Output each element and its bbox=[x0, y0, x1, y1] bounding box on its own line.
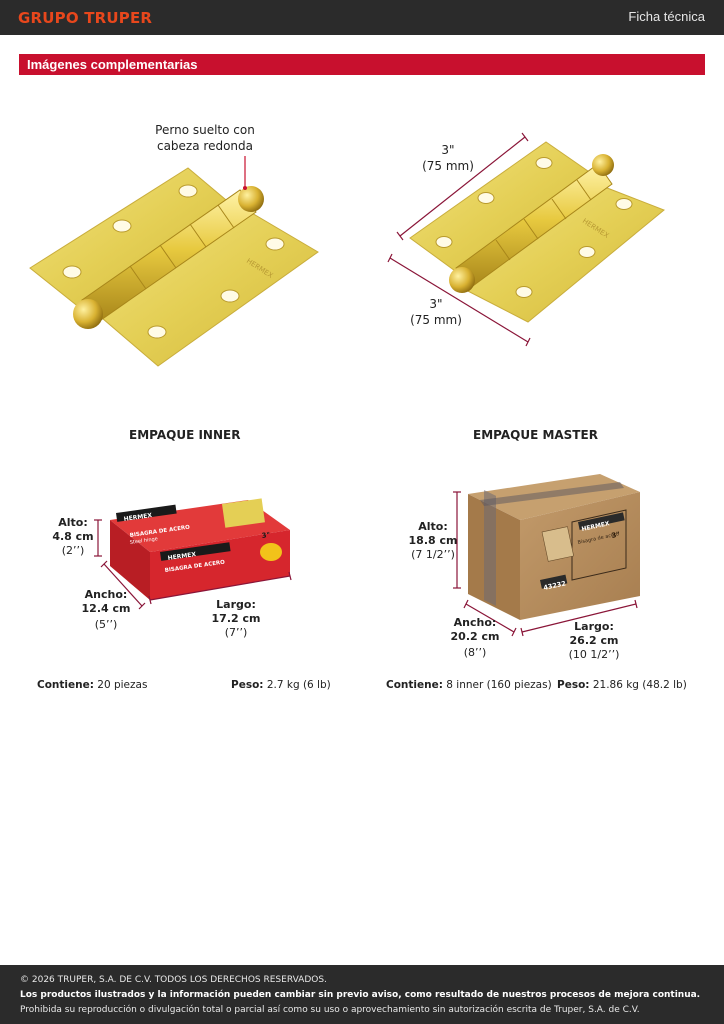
inner-alto-in: (2’’) bbox=[61, 544, 85, 557]
master-package-title: EMPAQUE MASTER bbox=[473, 428, 598, 442]
master-peso: Peso: 21.86 kg (48.2 lb) bbox=[557, 679, 687, 691]
master-largo-in: (10 1/2’’) bbox=[568, 648, 620, 661]
master-ancho-in: (8’’) bbox=[463, 646, 487, 659]
master-alto-in: (7 1/2’’) bbox=[411, 548, 455, 561]
master-contiene: Contiene: 8 inner (160 piezas) bbox=[386, 679, 552, 691]
footer: © 2026 TRUPER, S.A. DE C.V. TODOS LOS DE… bbox=[0, 965, 724, 1024]
master-alto-cm: 18.8 cm bbox=[408, 534, 458, 547]
master-dimension-lines bbox=[453, 491, 638, 637]
top-bar: GRUPO TRUPER Ficha técnica bbox=[0, 0, 724, 35]
inner-peso-label: Peso: bbox=[231, 679, 264, 691]
footer-copyright: © 2026 TRUPER, S.A. DE C.V. TODOS LOS DE… bbox=[20, 975, 327, 985]
master-alto: Alto: 18.8 cm (7 1/2’’) bbox=[404, 520, 462, 562]
inner-dimension-lines bbox=[94, 519, 292, 610]
hinge-dim-top-in: 3" bbox=[441, 143, 455, 157]
hinge-left-barrel bbox=[73, 186, 264, 329]
inner-alto-label: Alto: bbox=[58, 516, 88, 529]
master-largo-label: Largo: bbox=[574, 620, 614, 633]
hinge-dimension-lines bbox=[387, 132, 531, 347]
footer-notice: Los productos ilustrados y la informació… bbox=[20, 990, 701, 1000]
inner-alto-cm: 4.8 cm bbox=[52, 530, 94, 543]
inner-box-image bbox=[110, 498, 290, 600]
section-title: Imágenes complementarias bbox=[27, 57, 198, 72]
master-peso-label: Peso: bbox=[557, 679, 590, 691]
master-box-image bbox=[468, 474, 640, 620]
callout-line-2: cabeza redonda bbox=[156, 139, 253, 153]
hinge-dim-top-mm: (75 mm) bbox=[422, 159, 474, 173]
master-alto-label: Alto: bbox=[418, 520, 448, 533]
inner-peso-value: 2.7 kg (6 lb) bbox=[266, 679, 331, 691]
inner-contiene: Contiene: 20 piezas bbox=[37, 679, 147, 691]
master-largo-cm: 26.2 cm bbox=[569, 634, 619, 647]
master-ancho: Ancho: 20.2 cm (8’’) bbox=[446, 616, 504, 660]
inner-package-title: EMPAQUE INNER bbox=[129, 428, 241, 442]
inner-largo-label: Largo: bbox=[216, 598, 256, 611]
hinge-dim-bottom-mm: (75 mm) bbox=[410, 313, 462, 327]
inner-ancho-in: (5’’) bbox=[94, 618, 118, 631]
inner-ancho-cm: 12.4 cm bbox=[81, 602, 131, 615]
hinge-dim-bottom: 3" (75 mm) bbox=[406, 296, 466, 328]
master-largo: Largo: 26.2 cm (10 1/2’’) bbox=[564, 620, 624, 662]
inner-box-brand: HERMEX bbox=[123, 512, 153, 523]
inner-contiene-label: Contiene: bbox=[37, 679, 94, 691]
callout-line-1: Perno suelto con bbox=[155, 123, 255, 137]
document-type: Ficha técnica bbox=[628, 9, 705, 24]
inner-largo: Largo: 17.2 cm (7’’) bbox=[208, 598, 264, 640]
inner-peso: Peso: 2.7 kg (6 lb) bbox=[231, 679, 331, 691]
master-peso-value: 21.86 kg (48.2 lb) bbox=[592, 679, 687, 691]
inner-largo-in: (7’’) bbox=[224, 626, 248, 639]
master-ancho-cm: 20.2 cm bbox=[450, 630, 500, 643]
inner-contiene-value: 20 piezas bbox=[97, 679, 148, 691]
inner-alto: Alto: 4.8 cm (2’’) bbox=[48, 516, 98, 558]
inner-box-brand-front: HERMEX bbox=[167, 551, 197, 562]
inner-ancho-label: Ancho: bbox=[84, 588, 128, 601]
hinge-dim-bottom-in: 3" bbox=[429, 297, 443, 311]
master-contiene-label: Contiene: bbox=[386, 679, 443, 691]
inner-largo-cm: 17.2 cm bbox=[211, 612, 261, 625]
footer-rights: Prohibida su reproducción o divulgación … bbox=[20, 1005, 640, 1015]
master-contiene-value: 8 inner (160 piezas) bbox=[446, 679, 552, 691]
hinge-right-barrel bbox=[449, 154, 614, 293]
inner-ancho: Ancho: 12.4 cm (5’’) bbox=[78, 588, 134, 632]
section-header: Imágenes complementarias bbox=[19, 54, 705, 75]
master-ancho-label: Ancho: bbox=[453, 616, 497, 629]
callout-dot bbox=[243, 186, 247, 190]
hinge-dim-top: 3" (75 mm) bbox=[418, 142, 478, 174]
inner-box-size: 3" bbox=[261, 531, 271, 540]
brand-logo: GRUPO TRUPER bbox=[18, 9, 153, 27]
master-box-size: 3" bbox=[611, 530, 621, 540]
inner-box-product-en: Steel hinge bbox=[129, 536, 158, 546]
hinge-callout: Perno suelto con cabeza redonda bbox=[150, 122, 260, 154]
